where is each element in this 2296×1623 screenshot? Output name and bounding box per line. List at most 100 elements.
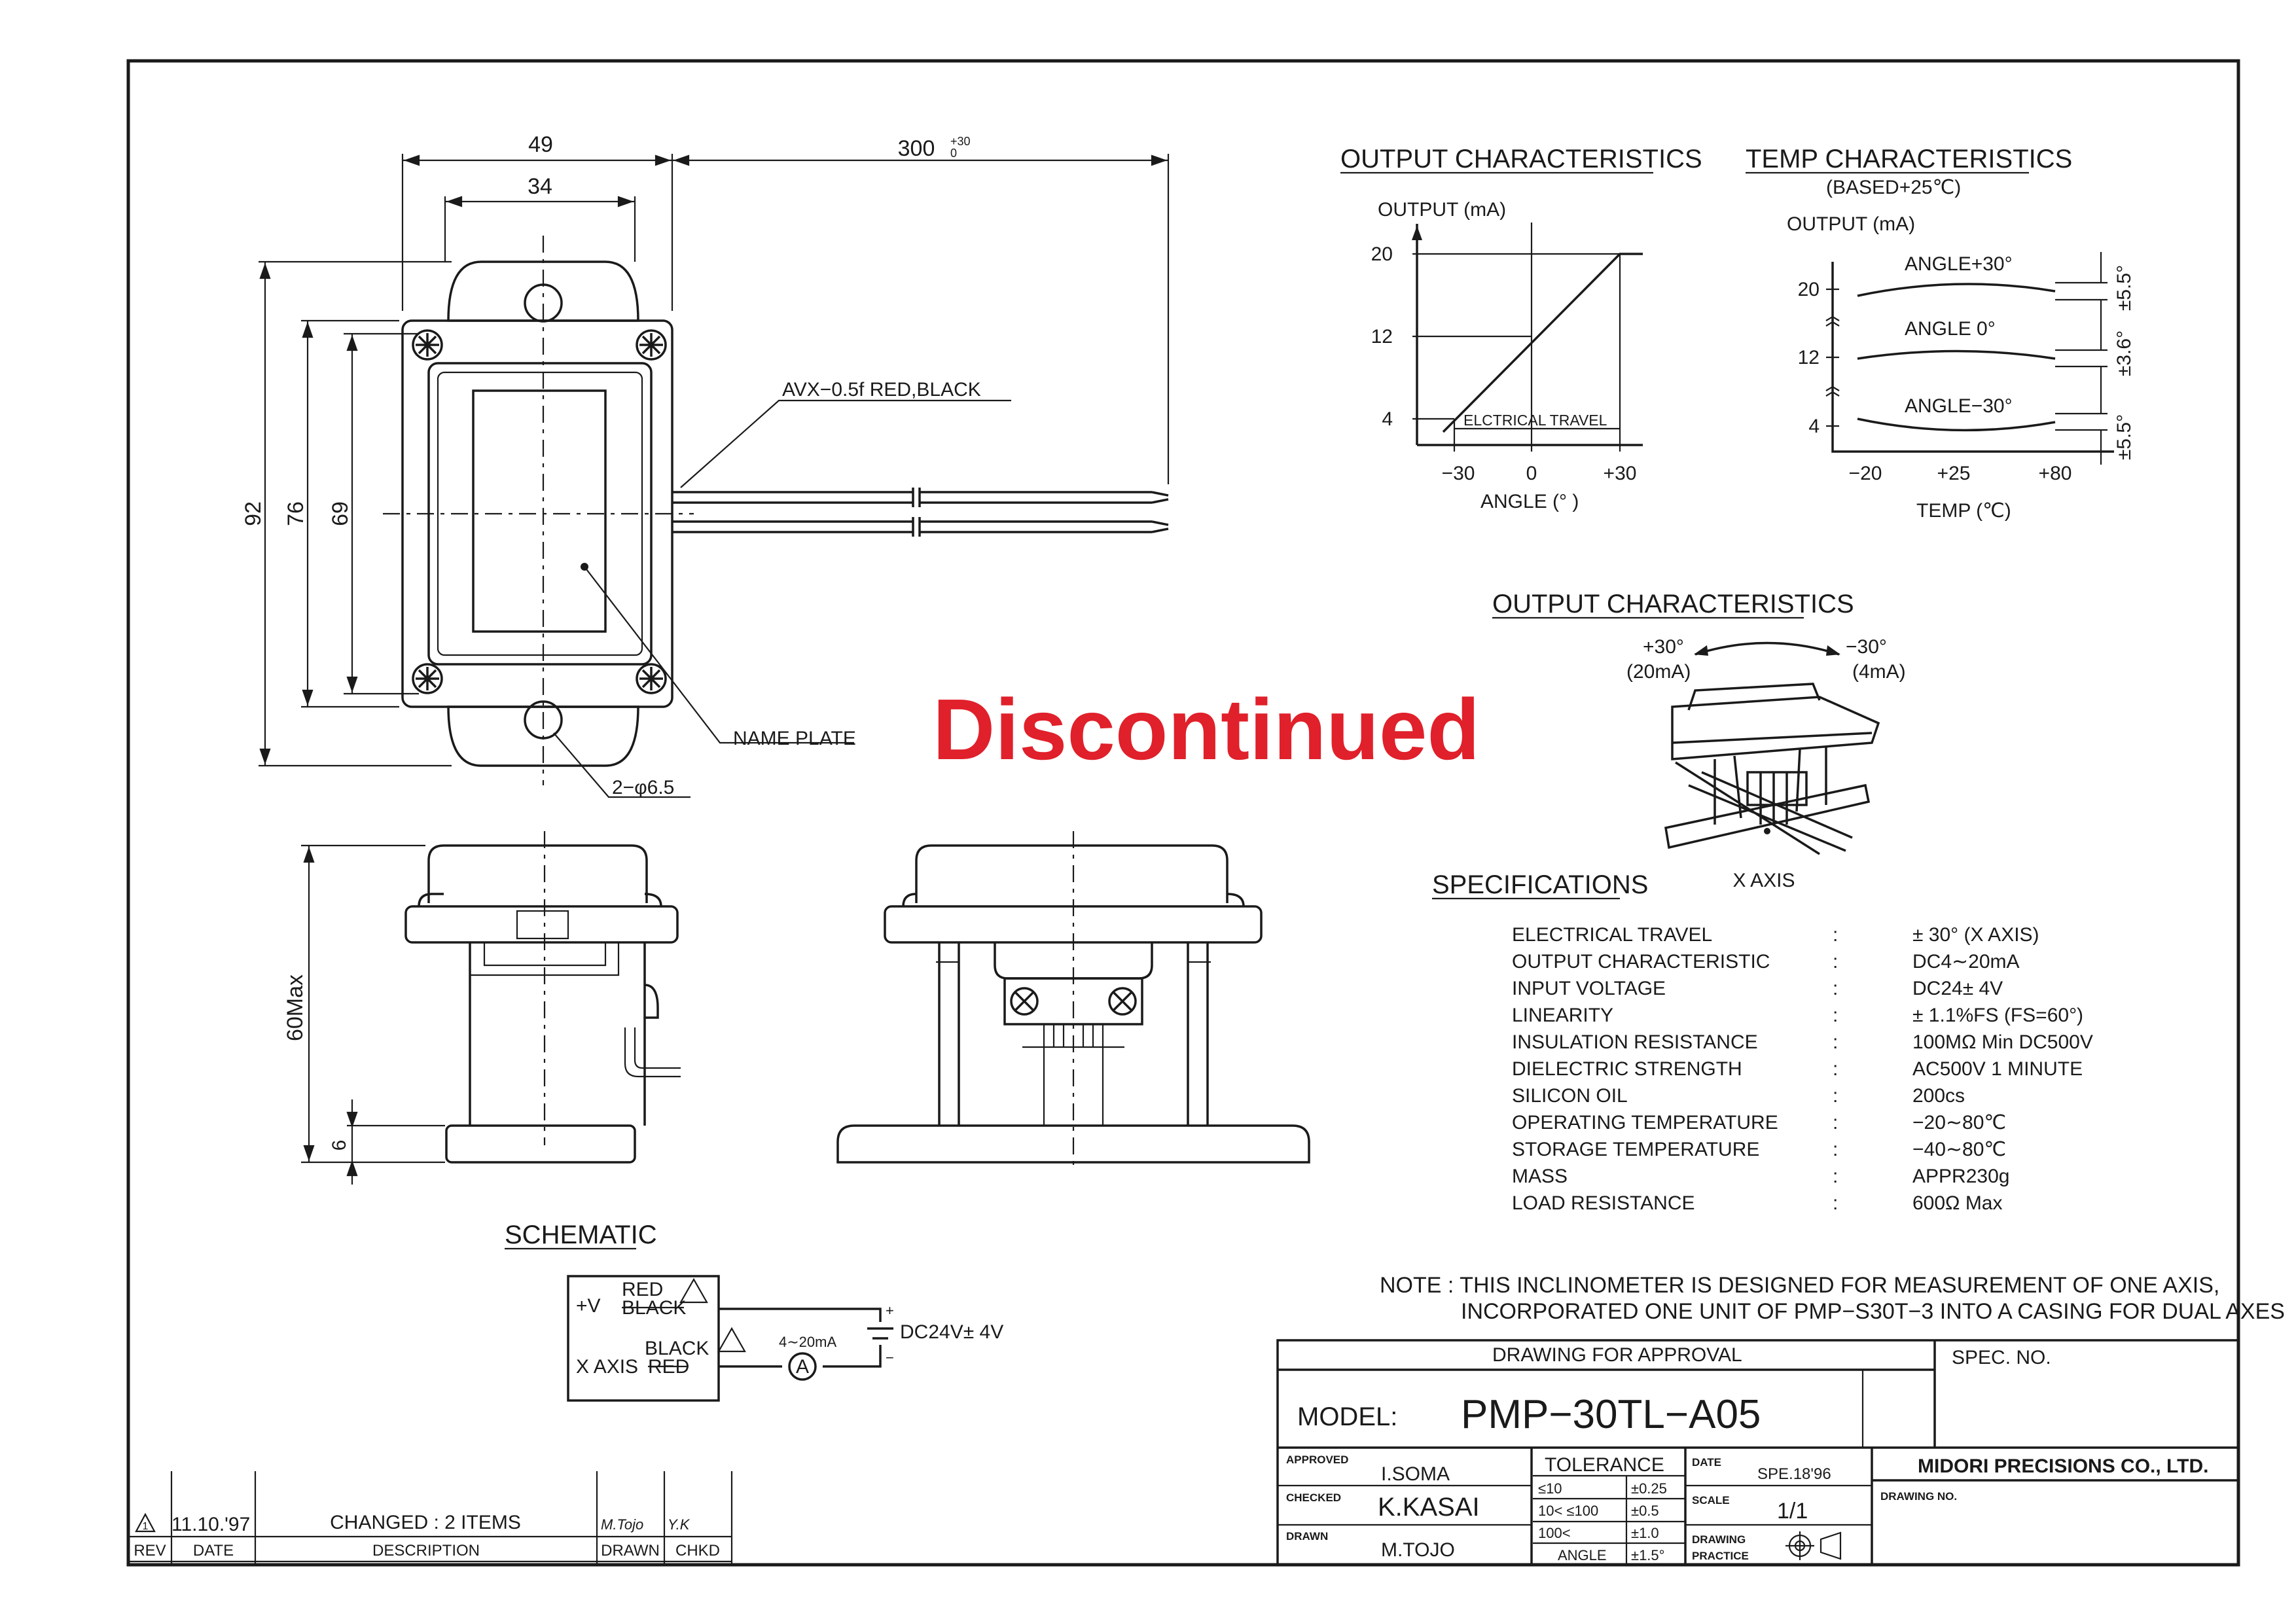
- dim-49: 49: [528, 132, 553, 157]
- rev-header-rev: REV: [134, 1542, 166, 1560]
- temp-ytick-4: 4: [1808, 416, 1820, 437]
- axis-view: OUTPUT CHARACTERISTICS +30° (20mA) −30° …: [1492, 590, 1906, 891]
- output-chart-xlabel: ANGLE (° ): [1480, 491, 1579, 512]
- schematic-title: SCHEMATIC: [505, 1221, 657, 1249]
- temp-tol-1: ±5.5°: [2113, 265, 2135, 311]
- drawn-label: DRAWN: [1286, 1530, 1328, 1543]
- cable-label: AVX−0.5f RED,BLACK: [782, 379, 981, 401]
- revision-block: 1 11.10.'97 CHANGED : 2 ITEMS M.Tojo Y.K…: [128, 1471, 733, 1565]
- dim-cable-tol-plus: +30: [950, 135, 971, 148]
- tolerance-value: ±1.0: [1631, 1525, 1659, 1541]
- drawing-label: DRAWING: [1692, 1533, 1746, 1546]
- temp-curve-p30: [1857, 283, 2056, 297]
- spec-colon: :: [1833, 1085, 1838, 1107]
- hole-label: 2−φ6.5: [612, 777, 674, 798]
- checked-label: CHECKED: [1286, 1491, 1341, 1504]
- schematic-plus: +: [886, 1302, 894, 1319]
- checked-name: K.KASAI: [1378, 1493, 1480, 1522]
- drawing-for-approval: DRAWING FOR APPROVAL: [1492, 1344, 1742, 1366]
- side-view-right: [836, 831, 1310, 1171]
- spec-value: DC4∼20mA: [1912, 951, 2020, 972]
- spec-value: −40∼80℃: [1912, 1139, 2006, 1160]
- scale-label: SCALE: [1692, 1494, 1730, 1507]
- axis-right-angle: −30°: [1846, 636, 1887, 658]
- spec-label: SILICON OIL: [1512, 1085, 1628, 1107]
- ammeter-label: A: [796, 1356, 809, 1378]
- nameplate-label: NAME PLATE: [733, 728, 856, 749]
- spec-colon: :: [1833, 1005, 1838, 1026]
- tolerance-range: 100<: [1538, 1525, 1571, 1541]
- axis-right-current: (4mA): [1852, 661, 1906, 683]
- model-label: MODEL:: [1297, 1402, 1397, 1431]
- temp-tol-3: ±5.5°: [2113, 414, 2135, 460]
- name-plate: [472, 389, 607, 633]
- schematic: SCHEMATIC +V X AXIS RED BLACK BLACK RED …: [505, 1221, 1003, 1402]
- warning-triangle-icon: [135, 1512, 156, 1533]
- dim-92: 92: [241, 501, 266, 526]
- company-name: MIDORI PRECISIONS CO., LTD.: [1918, 1455, 2208, 1477]
- rev-drawn: M.Tojo: [601, 1516, 643, 1533]
- specs-title: SPECIFICATIONS: [1432, 870, 1648, 899]
- spec-colon: :: [1833, 924, 1838, 946]
- side-view-left: 60Max 6: [283, 831, 681, 1185]
- top-view: 49 34 300 +30 0 92 76 69 AVX−0.5f RED,BL…: [241, 132, 1170, 798]
- spec-label: MASS: [1512, 1166, 1568, 1187]
- practice-label: PRACTICE: [1692, 1550, 1749, 1562]
- rev-header-drawn: DRAWN: [601, 1542, 660, 1560]
- temp-curve-0: [1857, 349, 2056, 360]
- spec-label: OUTPUT CHARACTERISTIC: [1512, 951, 1770, 972]
- cable: [672, 488, 1169, 537]
- dim-cable-tol-zero: 0: [950, 147, 957, 160]
- rev-mark: 1: [143, 1521, 149, 1532]
- spec-colon: :: [1833, 1031, 1838, 1053]
- warning-triangle-icon: [679, 1277, 746, 1353]
- dim-76: 76: [283, 501, 308, 526]
- spec-value: −20∼80℃: [1912, 1112, 2006, 1133]
- spec-value: ± 1.1%FS (FS=60°): [1912, 1005, 2083, 1026]
- output-xtick-0: 0: [1526, 463, 1537, 484]
- dim-34: 34: [528, 174, 552, 199]
- temp-chart-title: TEMP CHARACTERISTICS: [1746, 145, 2072, 173]
- axis-left-current: (20mA): [1626, 661, 1691, 683]
- output-ytick-12: 12: [1371, 326, 1393, 348]
- tolerance-range: ANGLE: [1558, 1547, 1607, 1563]
- spec-colon: :: [1833, 1139, 1838, 1160]
- schematic-black-2: BLACK: [645, 1338, 709, 1359]
- temp-xtick-p80: +80: [2039, 463, 2072, 484]
- spec-no-label: SPEC. NO.: [1952, 1347, 2051, 1368]
- spec-colon: :: [1833, 1166, 1838, 1187]
- output-chart-title: OUTPUT CHARACTERISTICS: [1340, 145, 1702, 173]
- spec-colon: :: [1833, 1058, 1838, 1080]
- rev-header-date: DATE: [193, 1542, 234, 1560]
- schematic-minus: −: [886, 1349, 894, 1366]
- spec-label: STORAGE TEMPERATURE: [1512, 1139, 1759, 1160]
- output-xtick-p30: +30: [1604, 463, 1637, 484]
- approved-label: APPROVED: [1286, 1454, 1348, 1466]
- spec-colon: :: [1833, 951, 1838, 972]
- tolerance-label: TOLERANCE: [1545, 1454, 1664, 1476]
- output-ytick-4: 4: [1382, 408, 1393, 430]
- drawn-name: M.TOJO: [1381, 1539, 1455, 1561]
- temp-curve-label-m30: ANGLE−30°: [1905, 395, 2013, 417]
- temp-xtick-m20: −20: [1849, 463, 1882, 484]
- temp-ytick-20: 20: [1798, 279, 1820, 300]
- spec-colon: :: [1833, 1112, 1838, 1133]
- spec-value: AC500V 1 MINUTE: [1912, 1058, 2083, 1080]
- sheet-border: [126, 59, 2240, 1567]
- title-block: DRAWING FOR APPROVAL SPEC. NO. MODEL: PM…: [1276, 1339, 2240, 1566]
- dim-60max: 60Max: [283, 974, 308, 1041]
- specifications: SPECIFICATIONS ELECTRICAL TRAVEL:± 30° (…: [1432, 870, 2093, 1214]
- date-value: SPE.18'96: [1757, 1465, 1831, 1483]
- tolerance-value: ±0.25: [1631, 1480, 1667, 1497]
- dim-cable-length: 300: [898, 136, 935, 161]
- model-number: PMP−30TL−A05: [1461, 1392, 1761, 1437]
- projection-symbol-icon: [1785, 1531, 1842, 1560]
- temp-chart-subtitle: (BASED+25℃): [1826, 177, 1961, 198]
- dim-69: 69: [328, 501, 353, 526]
- temp-tol-2: ±3.6°: [2113, 330, 2135, 376]
- spec-label: DIELECTRIC STRENGTH: [1512, 1058, 1742, 1080]
- drawing-no-label: DRAWING NO.: [1880, 1490, 1957, 1503]
- note-line-2: INCORPORATED ONE UNIT OF PMP−S30T−3 INTO…: [1461, 1299, 2285, 1324]
- schematic-supply: DC24V± 4V: [900, 1321, 1003, 1343]
